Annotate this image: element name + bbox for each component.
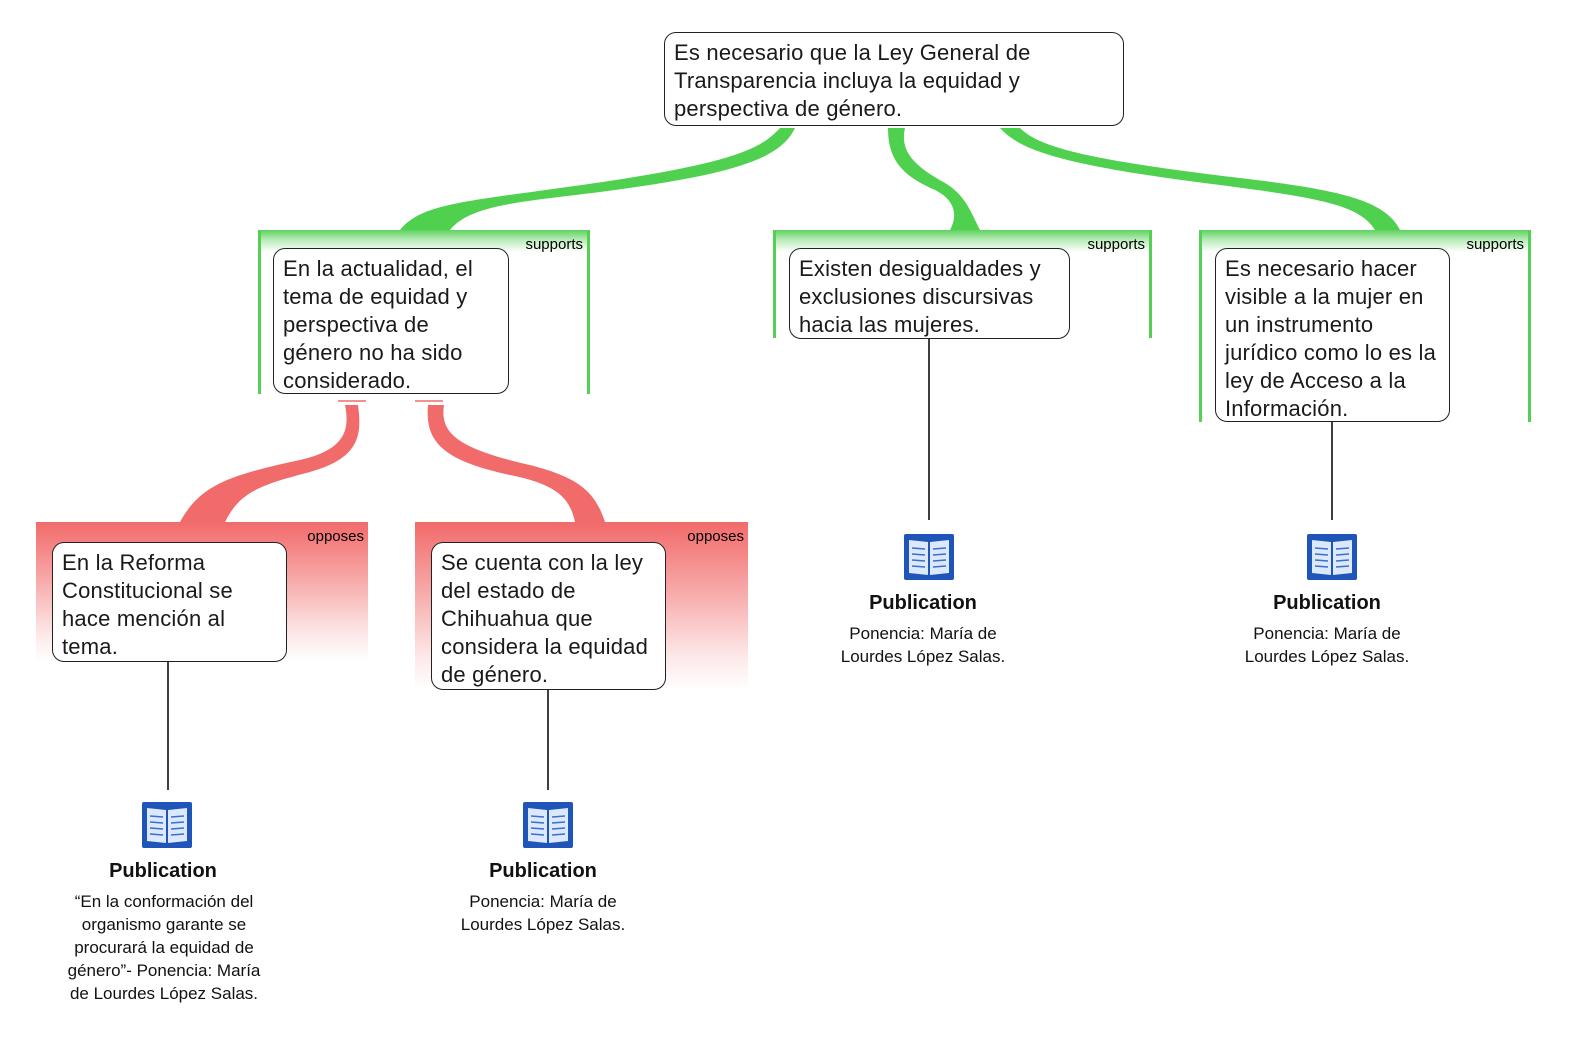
relation-label: supports [525,236,583,253]
publication-label: Publication [869,592,977,614]
support-claim-3-text: Es necesario hacer visible a la mujer en… [1225,256,1437,421]
book-icon[interactable] [902,530,956,584]
support-connector-3 [1000,128,1400,230]
publication-text: Ponencia: María de Lourdes López Salas. [460,892,626,934]
support-connector-1 [400,128,795,230]
relation-label: supports [1087,236,1145,253]
publication-label: Publication [489,860,597,882]
book-icon[interactable] [521,798,575,852]
support-claim-3[interactable]: Es necesario hacer visible a la mujer en… [1215,248,1450,422]
publication-text: Ponencia: María de Lourdes López Salas. [1244,624,1410,666]
oppose-claim-2[interactable]: Se cuenta con la ley del estado de Chihu… [431,542,666,690]
book-icon[interactable] [140,798,194,852]
relation-label: opposes [307,528,364,545]
oppose-connector-2 [427,405,605,522]
support-claim-1-text: En la actualidad, el tema de equidad y p… [283,256,473,393]
publication-text: Ponencia: María de Lourdes López Salas. [840,624,1006,666]
book-icon[interactable] [1305,530,1359,584]
publication-label: Publication [109,860,217,882]
support-claim-2[interactable]: Existen desigualdades y exclusiones disc… [789,248,1070,339]
support-claim-2-text: Existen desigualdades y exclusiones disc… [799,256,1041,337]
relation-label: supports [1466,236,1524,253]
publication-text: “En la conformación del organismo garant… [67,892,261,1003]
relation-label: opposes [687,528,744,545]
support-connector-2 [888,128,980,230]
oppose-connector-1 [180,405,360,522]
root-claim-text: Es necesario que la Ley General de Trans… [674,40,1031,121]
oppose-claim-2-text: Se cuenta con la ley del estado de Chihu… [441,550,649,687]
oppose-claim-1[interactable]: En la Reforma Constitucional se hace men… [52,542,287,662]
publication-label: Publication [1273,592,1381,614]
support-claim-1[interactable]: En la actualidad, el tema de equidad y p… [273,248,509,394]
oppose-claim-1-text: En la Reforma Constitucional se hace men… [62,550,233,659]
root-claim[interactable]: Es necesario que la Ley General de Trans… [664,32,1124,126]
